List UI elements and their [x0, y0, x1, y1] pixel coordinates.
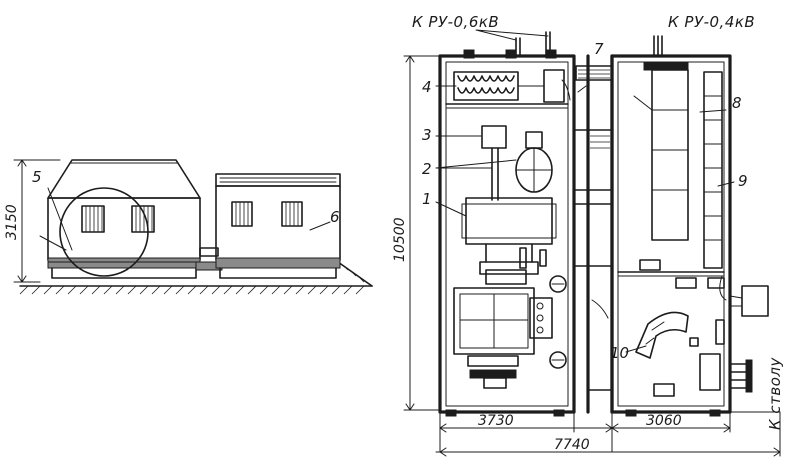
- substation-car-left: [39, 159, 201, 279]
- busbar-bridge: [575, 65, 613, 93]
- dimension-3060-label: 3060: [646, 413, 682, 429]
- cable-exit-shaft: [729, 285, 769, 393]
- control-desk: [625, 311, 725, 397]
- vestibule-gap: [586, 54, 614, 414]
- callout-6: 6: [330, 208, 340, 226]
- label-ru-04kv: К РУ-0,4кВ: [668, 13, 755, 31]
- callout-10: 10: [610, 344, 629, 362]
- callout-5: 5: [32, 168, 42, 186]
- dimension-10500-label: 10500: [392, 217, 408, 262]
- dimension-length-plan: 10500: [392, 55, 441, 411]
- plan-view: 10500: [392, 13, 784, 457]
- dimension-3730-label: 3730: [478, 413, 514, 429]
- dimension-height-side: 3150: [4, 159, 61, 283]
- callout-3: 3: [422, 126, 432, 144]
- callout-4: 4: [422, 78, 432, 96]
- heater-unit: [435, 69, 571, 103]
- dimension-widths: [435, 411, 781, 457]
- callout-2: 2: [422, 160, 432, 178]
- cable-entry-04kv: [653, 35, 663, 57]
- auxiliary-machines: [435, 147, 553, 201]
- cable-entry-06kv: [475, 29, 551, 57]
- dimension-7740-label: 7740: [554, 437, 590, 453]
- callout-9: 9: [738, 172, 748, 190]
- callout-8: 8: [732, 94, 742, 112]
- substation-car-right: [215, 173, 341, 279]
- vent-grille: [231, 201, 253, 227]
- vent-grille: [281, 201, 303, 227]
- shelf-panels: [703, 71, 735, 269]
- side-elevation-view: 3150: [4, 159, 373, 295]
- vent-grille: [81, 205, 105, 233]
- label-to-shaft: К стволу: [766, 356, 784, 430]
- callout-1: 1: [422, 190, 432, 208]
- main-generator: [435, 197, 557, 275]
- callout-7: 7: [594, 40, 604, 58]
- label-ru-06kv: К РУ-0,6кВ: [412, 13, 499, 31]
- exciter: [435, 125, 543, 149]
- ground-line: [19, 261, 373, 295]
- vent-grille: [131, 205, 155, 233]
- diesel-engine: [453, 269, 567, 389]
- switchgear-cabinets: [633, 61, 727, 241]
- dimension-3150-label: 3150: [4, 204, 20, 240]
